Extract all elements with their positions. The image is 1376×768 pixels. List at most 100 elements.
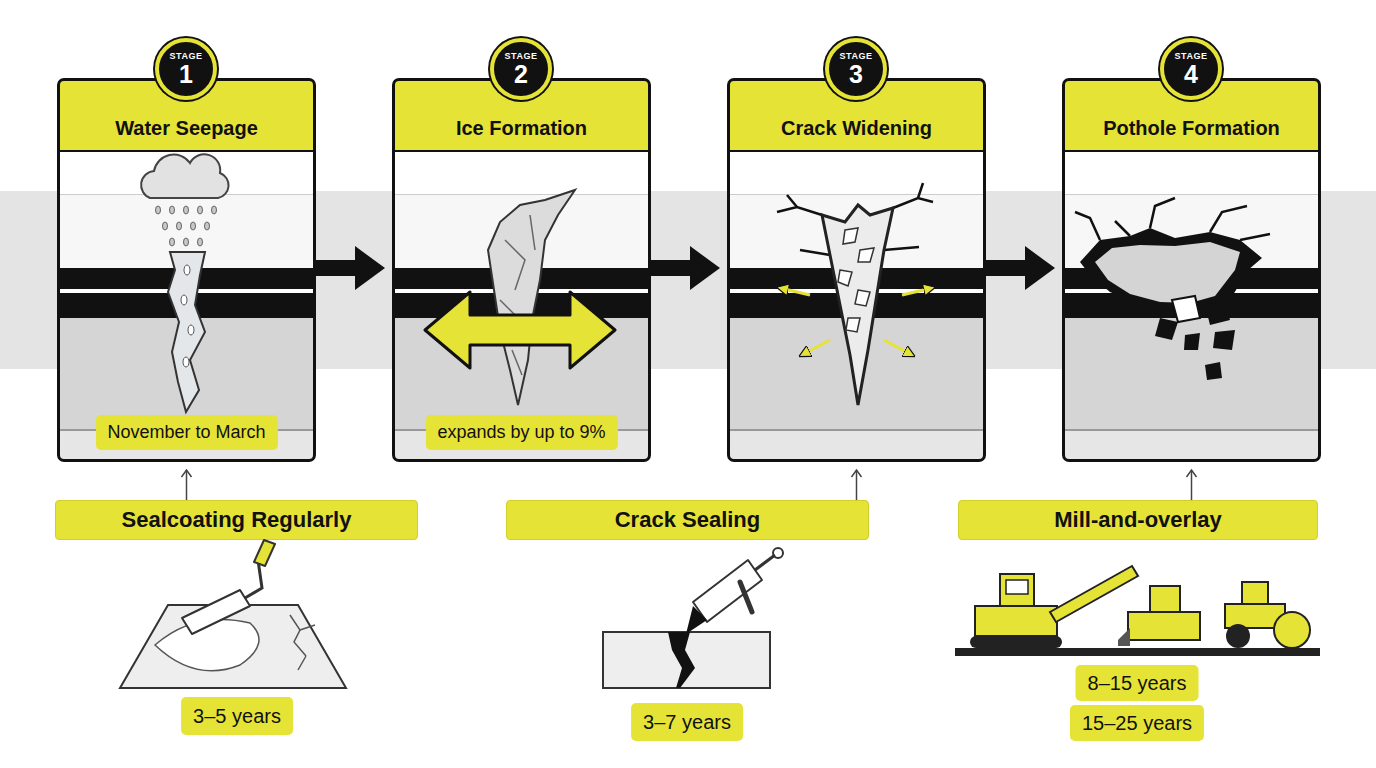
expansion-arrow bbox=[425, 292, 615, 368]
crack-illustration bbox=[777, 183, 933, 405]
ice-wedge bbox=[488, 190, 575, 405]
stage-badge: STAGE1 bbox=[155, 38, 217, 100]
sealcoat-streak bbox=[155, 619, 259, 670]
flow-arrow bbox=[1187, 470, 1197, 500]
roller-drum bbox=[1274, 612, 1310, 648]
pothole-rim bbox=[1080, 228, 1262, 312]
stage-badge: STAGE3 bbox=[825, 38, 887, 100]
raindrop bbox=[184, 206, 189, 214]
treatment-label: Sealcoating Regularly bbox=[122, 507, 352, 533]
debris-chunk bbox=[1155, 318, 1178, 340]
raindrop bbox=[191, 222, 196, 230]
arrow-head bbox=[852, 470, 862, 477]
treatment-box: Mill-and-overlay bbox=[958, 500, 1318, 540]
stage-title: Crack Widening bbox=[730, 115, 983, 141]
raindrop bbox=[184, 238, 189, 246]
mill-cab bbox=[1000, 574, 1034, 606]
arrow-shaft bbox=[316, 260, 355, 276]
ice-illustration bbox=[425, 190, 615, 405]
debris-chunk bbox=[846, 318, 860, 332]
paving-machinery-icon bbox=[955, 566, 1320, 656]
roller-wheel bbox=[1226, 624, 1250, 648]
stage-title: Ice Formation bbox=[395, 115, 648, 141]
leader-line bbox=[856, 470, 858, 500]
period-note: expands by up to 9% bbox=[425, 415, 617, 450]
debris-chunk bbox=[838, 270, 852, 286]
stage-label: STAGE bbox=[170, 51, 203, 62]
water-drop bbox=[184, 265, 190, 275]
stage-label: STAGE bbox=[1175, 51, 1208, 62]
lifespan-pill: 8–15 years bbox=[1076, 665, 1199, 701]
lifespan-label: 8–15 years bbox=[1088, 672, 1187, 695]
raindrop bbox=[212, 206, 217, 214]
raindrop bbox=[170, 238, 175, 246]
pothole-cavity bbox=[1095, 242, 1240, 303]
raindrop bbox=[170, 206, 175, 214]
arrow-shaft bbox=[986, 260, 1025, 276]
pressure-arrow bbox=[802, 340, 830, 355]
arrow-head bbox=[1187, 470, 1197, 477]
raindrop bbox=[156, 206, 161, 214]
cloud bbox=[141, 154, 228, 198]
lifespan-pill: 3–7 years bbox=[631, 703, 743, 741]
flow-arrow bbox=[986, 246, 1055, 290]
pressure-arrow bbox=[780, 288, 810, 295]
raindrop bbox=[198, 238, 203, 246]
period-text: expands by up to 9% bbox=[437, 422, 605, 443]
roller-drum bbox=[182, 590, 250, 634]
lifespan-label: 3–5 years bbox=[193, 705, 281, 728]
gun-plunger bbox=[755, 555, 775, 570]
lifespan-label: 15–25 years bbox=[1082, 712, 1192, 735]
leader-line bbox=[1191, 470, 1193, 500]
arrow-shaft bbox=[651, 260, 690, 276]
paver-body bbox=[1128, 612, 1200, 640]
pothole-illustration bbox=[1075, 198, 1270, 380]
period-text: November to March bbox=[107, 422, 265, 443]
stage-number: 1 bbox=[179, 62, 193, 87]
stage-number: 3 bbox=[849, 62, 863, 87]
pressure-arrow bbox=[902, 288, 932, 295]
raindrop bbox=[205, 222, 210, 230]
flow-arrow bbox=[651, 246, 720, 290]
debris-chunk bbox=[858, 248, 874, 262]
stage-label: STAGE bbox=[840, 51, 873, 62]
debris-chunk bbox=[855, 290, 870, 306]
lifespan-pill: 15–25 years bbox=[1070, 705, 1204, 741]
arrow-head bbox=[1025, 246, 1055, 290]
mill-body bbox=[975, 606, 1057, 636]
arrow-head bbox=[182, 470, 192, 477]
pavement-block bbox=[603, 632, 770, 688]
sealcoat-roller-icon bbox=[120, 540, 346, 688]
pressure-arrow bbox=[884, 340, 912, 355]
leader-line bbox=[186, 470, 188, 500]
treatment-box: Sealcoating Regularly bbox=[55, 500, 418, 540]
arrow-head bbox=[355, 246, 385, 290]
stage-title: Pothole Formation bbox=[1065, 115, 1318, 141]
gun-nozzle bbox=[686, 606, 707, 634]
plunger-ring bbox=[773, 548, 783, 558]
water-drop bbox=[183, 357, 189, 367]
debris-chunk bbox=[1205, 362, 1222, 380]
mill-window bbox=[1006, 580, 1028, 594]
debris-chunk bbox=[843, 228, 858, 244]
roller-cab bbox=[1242, 582, 1268, 604]
raindrop bbox=[198, 206, 203, 214]
paver-screed bbox=[1118, 628, 1130, 646]
ice-facets bbox=[500, 215, 535, 375]
arrow-head bbox=[690, 246, 720, 290]
raindrop bbox=[163, 222, 168, 230]
stage-title: Water Seepage bbox=[60, 115, 313, 141]
debris-chunk bbox=[1184, 333, 1200, 350]
mill-conveyor bbox=[1050, 566, 1138, 622]
paver-cab bbox=[1150, 586, 1180, 612]
rain-cloud-illustration bbox=[141, 154, 228, 412]
flow-arrow bbox=[316, 246, 385, 290]
debris-chunk bbox=[1205, 300, 1230, 325]
treatment-box: Crack Sealing bbox=[506, 500, 869, 540]
treatment-label: Mill-and-overlay bbox=[1054, 507, 1221, 533]
lifespan-pill: 3–5 years bbox=[181, 697, 293, 735]
crack-lines bbox=[777, 183, 933, 255]
